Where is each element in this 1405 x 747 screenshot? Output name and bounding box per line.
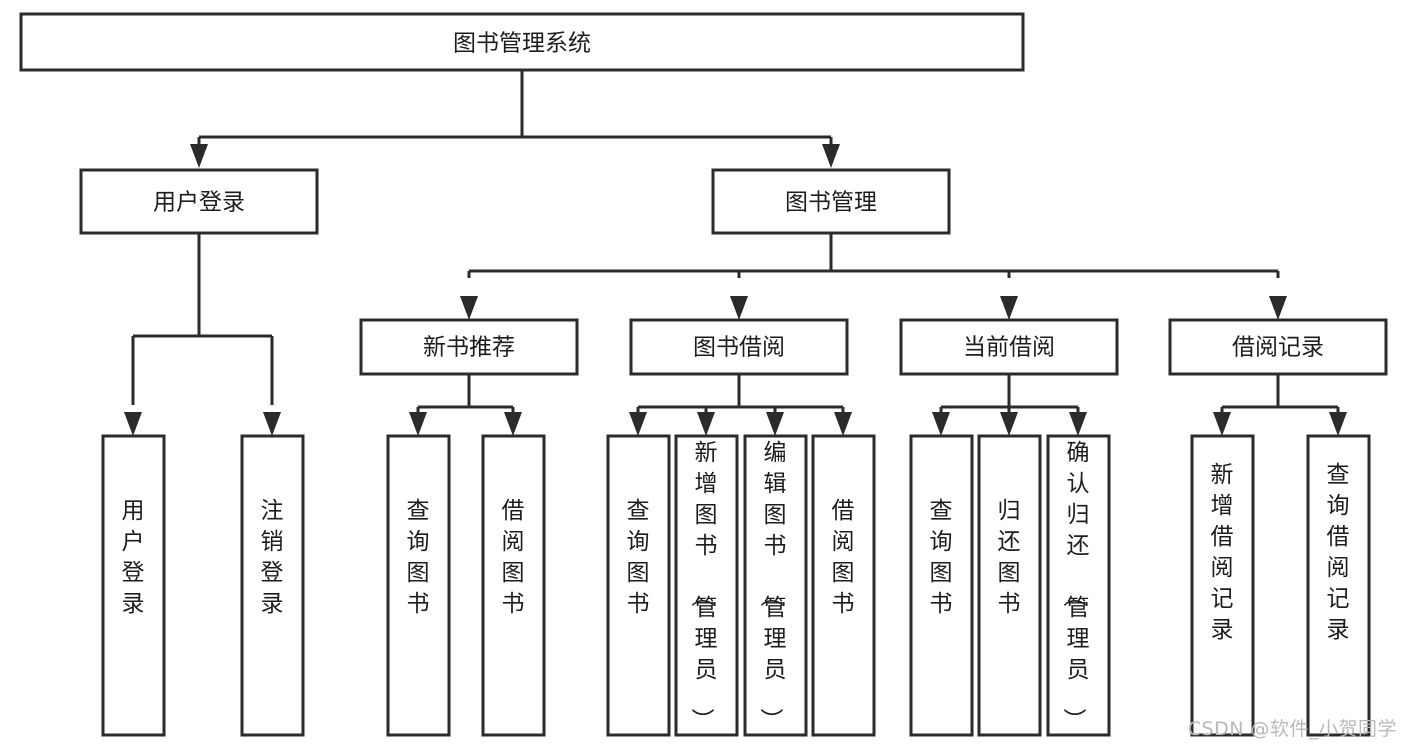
node-user-login[interactable]: 用户登录: [79, 168, 319, 235]
connectors-book-borrow-to-leaves: [629, 374, 852, 436]
connectors-new-book-recommend-to-leaves: [409, 374, 522, 436]
node-leaf-user-login[interactable]: 用户登录: [101, 434, 166, 737]
node-leaf-logout[interactable]: 注销登录: [240, 434, 305, 737]
node-leaf-return-book[interactable]: 归还图书: [977, 434, 1042, 737]
connectors-borrow-record-to-leaves: [1213, 374, 1347, 436]
connectors-root-to-level2: [190, 70, 840, 168]
arrow-to-leaf-borrow-book-1: [504, 412, 522, 436]
node-user-login-label: 用户登录: [153, 190, 245, 216]
arrow-to-book-management: [822, 144, 840, 168]
node-book-borrow[interactable]: 图书借阅: [629, 318, 849, 376]
node-leaf-return-book-label: 归还图书: [998, 498, 1021, 617]
arrow-to-leaf-query-book-2: [629, 412, 647, 436]
node-leaf-confirm-return[interactable]: 确认归还（管理员）: [1046, 434, 1111, 737]
node-borrow-record[interactable]: 借阅记录: [1168, 318, 1388, 376]
arrow-to-leaf-add-record: [1213, 412, 1231, 436]
node-book-management-label: 图书管理: [785, 190, 877, 216]
node-leaf-borrow-book-1-label: 借阅图书: [502, 498, 525, 617]
node-book-borrow-label: 图书借阅: [693, 335, 785, 361]
node-current-borrow[interactable]: 当前借阅: [899, 318, 1119, 376]
arrow-to-leaf-edit-book: [766, 412, 784, 436]
arrow-to-current-borrow: [1000, 296, 1018, 320]
node-leaf-query-book-2-label: 查询图书: [627, 498, 650, 617]
connectors-book-management-to-level3: [460, 233, 1287, 320]
arrow-to-leaf-logout: [263, 412, 281, 436]
node-leaf-confirm-return-label: 确认归还（管理员）: [1061, 440, 1090, 731]
node-leaf-query-book-2[interactable]: 查询图书: [606, 434, 671, 737]
arrow-to-book-borrow: [730, 296, 748, 320]
arrow-to-leaf-borrow-book-2: [834, 412, 852, 436]
arrow-to-leaf-query-book-1: [409, 412, 427, 436]
node-leaf-add-record-label: 新增借阅记录: [1211, 462, 1234, 643]
node-borrow-record-label: 借阅记录: [1232, 335, 1324, 361]
node-leaf-borrow-book-2-label: 借阅图书: [832, 498, 855, 617]
node-leaf-query-record-label: 查询借阅记录: [1327, 462, 1350, 643]
node-root-label: 图书管理系统: [453, 31, 591, 57]
arrow-to-new-book-recommend: [460, 296, 478, 320]
node-new-book-recommend-label: 新书推荐: [423, 335, 515, 361]
arrow-to-user-login: [190, 144, 208, 168]
node-leaf-query-book-3[interactable]: 查询图书: [909, 434, 974, 737]
node-root[interactable]: 图书管理系统: [19, 12, 1025, 72]
node-leaf-borrow-book-1[interactable]: 借阅图书: [481, 434, 546, 737]
arrow-to-leaf-query-book-3: [932, 412, 950, 436]
arrow-to-borrow-record: [1269, 296, 1287, 320]
arrow-to-leaf-user-login: [124, 412, 142, 436]
arrow-to-leaf-confirm-return: [1069, 412, 1087, 436]
node-leaf-logout-label: 注销登录: [261, 498, 284, 617]
node-leaf-add-book[interactable]: 新增图书（管理员）: [674, 434, 739, 737]
arrow-to-leaf-query-record: [1329, 412, 1347, 436]
node-leaf-query-record[interactable]: 查询借阅记录: [1306, 434, 1371, 737]
arrow-to-leaf-add-book: [697, 412, 715, 436]
node-leaf-add-record[interactable]: 新增借阅记录: [1190, 434, 1255, 737]
node-leaf-edit-book[interactable]: 编辑图书（管理员）: [743, 434, 808, 737]
node-leaf-query-book-3-label: 查询图书: [930, 498, 953, 617]
node-leaf-user-login-label: 用户登录: [122, 498, 145, 617]
arrow-to-leaf-return-book: [1000, 412, 1018, 436]
node-new-book-recommend[interactable]: 新书推荐: [359, 318, 579, 376]
node-current-borrow-label: 当前借阅: [963, 335, 1055, 361]
node-leaf-query-book-1-label: 查询图书: [407, 498, 430, 617]
node-leaf-add-book-label: 新增图书（管理员）: [689, 440, 718, 731]
connectors-user-login-to-leaves: [124, 233, 281, 436]
node-leaf-borrow-book-2[interactable]: 借阅图书: [811, 434, 876, 737]
connectors-current-borrow-to-leaves: [932, 374, 1087, 436]
node-leaf-edit-book-label: 编辑图书（管理员）: [758, 440, 787, 731]
node-book-management[interactable]: 图书管理: [711, 168, 951, 235]
node-leaf-query-book-1[interactable]: 查询图书: [386, 434, 451, 737]
